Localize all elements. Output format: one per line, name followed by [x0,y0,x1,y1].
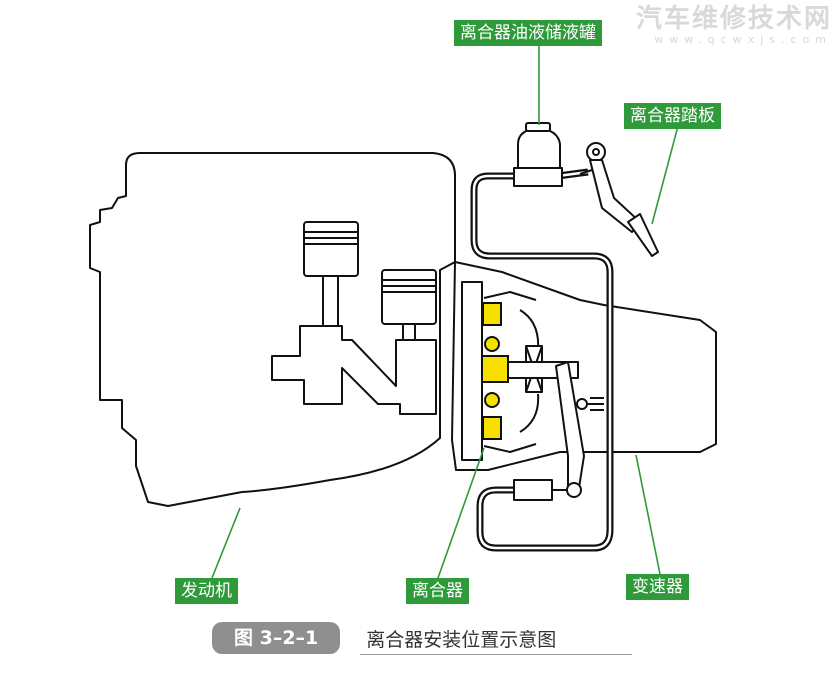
fork-pivot-bracket [587,397,604,411]
hydraulic-line-inner [472,174,612,550]
leader-clutch [437,447,485,579]
bell-housing [451,261,717,471]
clutch-spring-bottom [484,392,500,408]
piston-left [303,221,359,277]
leader-transmission [635,454,661,575]
label-reservoir: 离合器油液储液罐 [454,20,602,46]
reservoir-cap [525,122,551,132]
connecting-rod-left [322,275,339,327]
fork-rod-end [566,482,582,498]
figure-number: 图 3–2–1 [212,622,341,654]
slave-cylinder [513,479,553,501]
watermark-url: www.qcwxjs.com [654,33,832,46]
flywheel [461,281,483,461]
clutch-disc-bottom [482,416,502,440]
label-engine: 发动机 [175,578,238,604]
pedal-pivot-inner [592,148,600,156]
pedal-pushrod [579,169,593,175]
fork-pivot [576,398,588,410]
caption-underline [360,654,632,655]
label-clutch: 离合器 [406,578,469,604]
pressure-plate [483,291,537,453]
clutch-spring-top [484,336,500,352]
engine-block [89,152,457,507]
label-pedal: 离合器踏板 [624,103,721,129]
reservoir-tank [517,127,561,169]
piston-right [381,269,437,325]
crankshaft [271,325,437,415]
clutch-disc-top [482,302,502,326]
watermark: 汽车维修技术网 www.qcwxjs.com [636,4,832,46]
watermark-title: 汽车维修技术网 [635,4,832,34]
figure-title: 离合器安装位置示意图 [366,628,557,651]
piston-left-rings [304,231,358,245]
figure-caption: 图 3–2–1 离合器安装位置示意图 [212,622,556,654]
clutch-disc-hub [481,355,509,383]
leader-engine [211,507,241,579]
pedal-pad [627,213,659,257]
piston-right-rings [382,279,436,293]
master-cylinder [513,167,563,187]
leader-pedal [651,125,679,225]
label-transmission: 变速器 [626,574,689,600]
